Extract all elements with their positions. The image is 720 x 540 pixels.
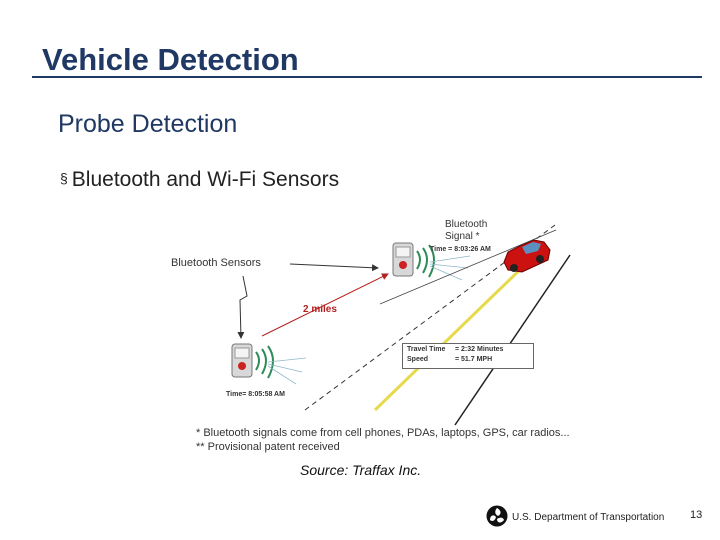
travel-time-box: Travel Time = 2:32 Minutes Speed = 51.7 …	[402, 343, 534, 369]
travel-time-label: Travel Time	[407, 346, 446, 353]
travel-time-value: = 2:32 Minutes	[455, 346, 504, 353]
signal-callout-line	[379, 229, 557, 305]
signal-label-line1: Bluetooth	[445, 219, 487, 230]
page-number: 13	[690, 509, 703, 521]
bluetooth-sensor-top-icon	[392, 242, 435, 278]
signal-label-line2: Signal *	[445, 231, 480, 242]
car-icon	[503, 239, 551, 273]
source-credit: Source: Traffax Inc.	[300, 462, 422, 478]
bluetooth-sensor-bottom-icon	[231, 343, 274, 379]
signal-fan-bottom	[267, 357, 307, 385]
road-edge-right	[454, 254, 571, 426]
footnote-patent: ** Provisional patent received	[196, 441, 340, 453]
time-bottom-label: Time= 8:05:58 AM	[226, 391, 285, 398]
distance-label: 2 miles	[303, 304, 337, 315]
sensors-label: Bluetooth Sensors	[171, 257, 261, 269]
signal-fan-top	[429, 255, 471, 281]
sensor-arrow-bottom	[237, 275, 248, 339]
road-center-line	[373, 258, 532, 412]
slide-title: Vehicle Detection	[42, 42, 299, 77]
distance-arrow	[261, 273, 389, 337]
bullet-item: §Bluetooth and Wi-Fi Sensors	[60, 168, 339, 192]
speed-label: Speed	[407, 356, 429, 363]
dot-triskelion-icon	[486, 505, 508, 527]
sensor-arrow-top	[289, 263, 379, 272]
title-rule	[32, 76, 702, 78]
road	[304, 224, 571, 426]
bullet-text: Bluetooth and Wi-Fi Sensors	[71, 168, 340, 191]
slide-subtitle: Probe Detection	[58, 110, 238, 138]
footnote-bluetooth: * Bluetooth signals come from cell phone…	[196, 427, 570, 439]
time-top-label: Time = 8:03:26 AM	[430, 246, 491, 253]
bullet-marker: §	[60, 170, 68, 186]
department-name: U.S. Department of Transportation	[512, 512, 665, 523]
road-edge-left	[304, 224, 556, 411]
speed-value: = 51.7 MPH	[455, 356, 493, 363]
